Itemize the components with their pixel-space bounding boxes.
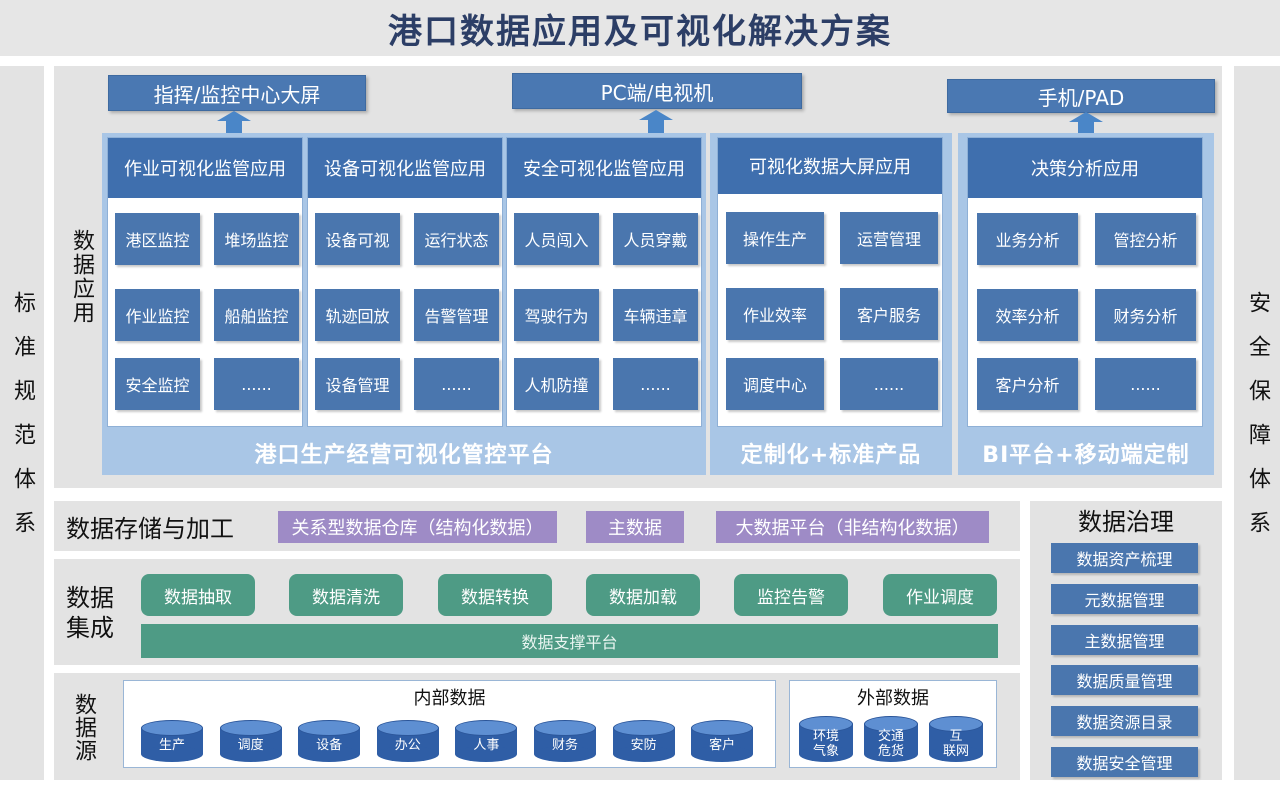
device-big-screen: 指挥/监控中心大屏 <box>108 75 366 111</box>
cylinder-label: 交通 危货 <box>877 728 904 759</box>
app-item: ...... <box>613 358 698 410</box>
governance-item: 数据资源目录 <box>1051 706 1198 737</box>
group-header: 可视化数据大屏应用 <box>718 138 942 194</box>
integration-label: 数据集成 <box>66 583 126 643</box>
left-side-text: 标准规范体系 <box>10 291 35 555</box>
platform-screen-footer: 定制化+标准产品 <box>740 443 922 468</box>
up-arrow-icon <box>1069 112 1103 136</box>
storage-item: 关系型数据仓库（结构化数据） <box>278 511 557 543</box>
app-item: 设备可视 <box>315 213 400 265</box>
app-item: 作业监控 <box>115 289 200 341</box>
app-item: 驾驶行为 <box>514 289 599 341</box>
cylinder-label: 财务 <box>551 738 578 753</box>
screen-item: 作业效率 <box>726 288 824 340</box>
governance-item: 数据质量管理 <box>1051 665 1198 696</box>
integration-step: 作业调度 <box>883 574 997 616</box>
device-pc-tv: PC端/电视机 <box>512 73 802 109</box>
cylinder-label: 环境 气象 <box>812 728 839 759</box>
cylinder-label: 人事 <box>473 738 500 753</box>
internal-source-cylinder: 安防 <box>612 720 675 762</box>
app-layer-label: 数据应用 <box>69 229 94 325</box>
app-item: 车辆违章 <box>613 289 698 341</box>
app-item: 告警管理 <box>414 289 499 341</box>
screen-item: 客户服务 <box>840 288 938 340</box>
integration-label-text: 数据集成 <box>66 584 114 642</box>
support-platform-bar: 数据支撑平台 <box>141 624 998 658</box>
app-item: 人员闯入 <box>514 213 599 265</box>
storage-item: 大数据平台（非结构化数据） <box>716 511 989 543</box>
app-item: ...... <box>214 358 299 410</box>
page-title: 港口数据应用及可视化解决方案 <box>0 0 1280 56</box>
app-item: 安全监控 <box>115 358 200 410</box>
platform-bi-footer: BI平台+移动端定制 <box>982 443 1190 468</box>
integration-step: 监控告警 <box>734 574 848 616</box>
governance-item: 数据资产梳理 <box>1051 543 1198 573</box>
internal-source-cylinder: 人事 <box>455 720 518 762</box>
storage-item: 主数据 <box>586 511 684 543</box>
governance-item: 元数据管理 <box>1051 583 1198 614</box>
cylinder-label: 客户 <box>709 738 736 753</box>
external-source-cylinder: 环境 气象 <box>799 716 853 762</box>
integration-step: 数据清洗 <box>289 574 403 616</box>
bi-item: 效率分析 <box>977 289 1078 341</box>
bi-item: 客户分析 <box>977 358 1078 410</box>
app-item: 轨迹回放 <box>315 289 400 341</box>
screen-item: 操作生产 <box>726 212 824 264</box>
app-item: ...... <box>414 358 499 410</box>
right-side-label: 安全保障体系 <box>1234 66 1280 780</box>
bi-item: ...... <box>1095 358 1196 410</box>
up-arrow-icon <box>639 110 673 134</box>
governance-item: 主数据管理 <box>1051 624 1198 655</box>
app-item: 运行状态 <box>414 213 499 265</box>
right-side-text: 安全保障体系 <box>1245 291 1270 555</box>
external-source-cylinder: 交通 危货 <box>864 716 918 762</box>
cylinder-label: 互 联网 <box>942 728 969 759</box>
bi-item: 财务分析 <box>1095 289 1196 341</box>
group-header: 决策分析应用 <box>968 138 1202 198</box>
cylinder-label: 生产 <box>158 738 185 753</box>
device-mobile: 手机/PAD <box>947 79 1215 113</box>
bi-item: 业务分析 <box>977 213 1078 265</box>
app-item: 堆场监控 <box>214 213 299 265</box>
internal-source-cylinder: 客户 <box>691 720 754 762</box>
external-source-cylinder: 互 联网 <box>929 716 983 762</box>
bi-item: 管控分析 <box>1095 213 1196 265</box>
cylinder-label: 设备 <box>316 738 343 753</box>
app-item: 港区监控 <box>115 213 200 265</box>
internal-source-cylinder: 生产 <box>141 720 203 762</box>
cylinder-label: 安防 <box>630 738 657 753</box>
internal-source-cylinder: 财务 <box>534 720 596 762</box>
group-header: 设备可视化监管应用 <box>308 138 502 198</box>
internal-source-cylinder: 办公 <box>376 720 439 762</box>
app-item: 人员穿戴 <box>613 213 698 265</box>
app-item: 船舶监控 <box>214 289 299 341</box>
integration-step: 数据转换 <box>438 574 552 616</box>
app-item: 设备管理 <box>315 358 400 410</box>
up-arrow-icon <box>217 111 251 135</box>
governance-title: 数据治理 <box>1078 508 1174 536</box>
integration-step: 数据加载 <box>586 574 700 616</box>
screen-item: 运营管理 <box>840 212 938 264</box>
sources-label: 数据源 <box>71 692 96 762</box>
group-header: 安全可视化监管应用 <box>507 138 701 198</box>
screen-item: 调度中心 <box>726 358 824 410</box>
storage-label: 数据存储与加工 <box>66 514 234 543</box>
internal-data-title: 内部数据 <box>413 688 486 709</box>
integration-step: 数据抽取 <box>141 574 255 616</box>
group-header: 作业可视化监管应用 <box>108 138 302 198</box>
app-item: 人机防撞 <box>514 358 599 410</box>
platform-main-footer: 港口生产经营可视化管控平台 <box>254 443 554 468</box>
screen-item: ...... <box>840 358 938 410</box>
cylinder-label: 办公 <box>394 738 421 753</box>
governance-item: 数据安全管理 <box>1051 747 1198 777</box>
internal-source-cylinder: 调度 <box>219 720 282 762</box>
cylinder-label: 调度 <box>237 738 264 753</box>
left-side-label: 标准规范体系 <box>0 66 44 780</box>
external-data-title: 外部数据 <box>857 688 929 709</box>
internal-source-cylinder: 设备 <box>298 720 361 762</box>
